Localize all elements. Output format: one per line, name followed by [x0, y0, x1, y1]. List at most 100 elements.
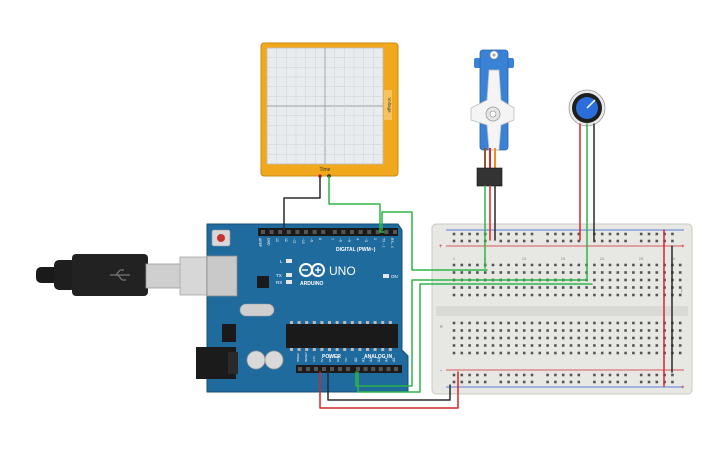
breadboard-hole[interactable] [507, 351, 510, 355]
breadboard-hole[interactable] [491, 336, 495, 340]
breadboard-hole[interactable] [678, 271, 682, 274]
breadboard-hole[interactable] [499, 380, 503, 384]
wire-gnd[interactable] [327, 371, 451, 401]
breadboard-hole[interactable] [499, 293, 503, 297]
breadboard-hole[interactable] [678, 344, 682, 347]
digital-pin-socket[interactable] [350, 230, 354, 234]
breadboard-hole[interactable] [647, 239, 651, 243]
breadboard-hole[interactable] [468, 232, 471, 236]
breadboard-hole[interactable] [538, 336, 542, 340]
breadboard-hole[interactable] [678, 329, 682, 332]
breadboard-hole[interactable] [593, 373, 596, 377]
breadboard-hole[interactable] [593, 271, 596, 274]
breadboard-hole[interactable] [546, 293, 549, 297]
breadboard-hole[interactable] [468, 286, 471, 289]
analog-pin-socket[interactable] [378, 367, 383, 371]
breadboard-hole[interactable] [585, 321, 588, 325]
breadboard-hole[interactable] [561, 293, 565, 297]
breadboard-hole[interactable] [647, 336, 651, 340]
breadboard-hole[interactable] [655, 278, 659, 282]
servo-motor[interactable] [470, 49, 515, 187]
breadboard-hole[interactable] [600, 380, 604, 384]
breadboard-hole[interactable] [546, 344, 549, 347]
breadboard-hole[interactable] [538, 351, 542, 355]
breadboard-hole[interactable] [530, 321, 534, 325]
breadboard-hole[interactable] [499, 329, 503, 332]
breadboard-hole[interactable] [678, 263, 682, 267]
breadboard-hole[interactable] [671, 239, 674, 243]
breadboard-hole[interactable] [499, 232, 503, 236]
breadboard-hole[interactable] [483, 321, 487, 325]
breadboard-hole[interactable] [600, 344, 604, 347]
breadboard-hole[interactable] [608, 293, 612, 297]
breadboard-hole[interactable] [460, 380, 464, 384]
breadboard-hole[interactable] [678, 293, 682, 297]
servo-horn[interactable] [470, 69, 515, 151]
breadboard-hole[interactable] [639, 351, 643, 355]
breadboard-hole[interactable] [499, 271, 503, 274]
breadboard-hole[interactable] [632, 351, 635, 355]
breadboard-hole[interactable] [507, 321, 510, 325]
breadboard-hole[interactable] [671, 232, 674, 236]
breadboard-hole[interactable] [624, 344, 627, 347]
breadboard-hole[interactable] [530, 293, 534, 297]
wire-scope-signal[interactable] [328, 175, 381, 231]
breadboard-hole[interactable] [616, 329, 620, 332]
digital-pin-socket[interactable] [358, 230, 363, 234]
digital-pin-socket[interactable] [261, 230, 265, 234]
breadboard-hole[interactable] [499, 344, 503, 347]
breadboard-hole[interactable] [639, 271, 643, 274]
wire-scope-ground[interactable] [283, 175, 321, 231]
breadboard-hole[interactable] [600, 336, 604, 340]
breadboard-hole[interactable] [647, 380, 651, 384]
breadboard-hole[interactable] [483, 286, 487, 289]
breadboard-hole[interactable] [655, 239, 659, 243]
breadboard-hole[interactable] [616, 336, 620, 340]
breadboard-hole[interactable] [561, 286, 565, 289]
breadboard-hole[interactable] [632, 271, 635, 274]
breadboard-hole[interactable] [616, 232, 620, 236]
breadboard-hole[interactable] [585, 336, 588, 340]
breadboard-hole[interactable] [468, 336, 471, 340]
breadboard-hole[interactable] [569, 351, 573, 355]
breadboard-hole[interactable] [639, 239, 643, 243]
breadboard-hole[interactable] [452, 286, 456, 289]
breadboard-hole[interactable] [476, 239, 479, 243]
breadboard-hole[interactable] [538, 329, 542, 332]
breadboard-hole[interactable] [639, 373, 643, 377]
breadboard-hole[interactable] [593, 278, 596, 282]
breadboard-hole[interactable] [655, 286, 659, 289]
breadboard-hole[interactable] [499, 263, 503, 267]
breadboard-hole[interactable] [452, 373, 456, 377]
breadboard-hole[interactable] [507, 239, 510, 243]
breadboard-hole[interactable] [624, 271, 627, 274]
breadboard-hole[interactable] [569, 329, 573, 332]
breadboard-hole[interactable] [483, 271, 487, 274]
breadboard-hole[interactable] [515, 373, 518, 377]
breadboard-hole[interactable] [655, 351, 659, 355]
breadboard-hole[interactable] [460, 329, 464, 332]
breadboard-hole[interactable] [593, 380, 596, 384]
wire-pin3-scope[interactable] [379, 229, 385, 233]
breadboard-hole[interactable] [569, 293, 573, 297]
breadboard-hole[interactable] [452, 239, 456, 243]
breadboard-hole[interactable] [476, 351, 479, 355]
breadboard-hole[interactable] [632, 263, 635, 267]
usb-cable[interactable] [36, 254, 217, 296]
breadboard-hole[interactable] [499, 351, 503, 355]
breadboard-hole[interactable] [554, 286, 557, 289]
breadboard-hole[interactable] [647, 293, 651, 297]
breadboard-hole[interactable] [468, 329, 471, 332]
breadboard-hole[interactable] [507, 373, 510, 377]
breadboard-hole[interactable] [632, 278, 635, 282]
breadboard-hole[interactable] [639, 336, 643, 340]
breadboard-hole[interactable] [616, 293, 620, 297]
breadboard-hole[interactable] [468, 263, 471, 267]
digital-pin-socket[interactable] [384, 230, 389, 234]
breadboard-hole[interactable] [624, 321, 627, 325]
breadboard-hole[interactable] [616, 321, 620, 325]
breadboard-hole[interactable] [569, 321, 573, 325]
breadboard-hole[interactable] [515, 286, 518, 289]
breadboard-hole[interactable] [608, 271, 612, 274]
